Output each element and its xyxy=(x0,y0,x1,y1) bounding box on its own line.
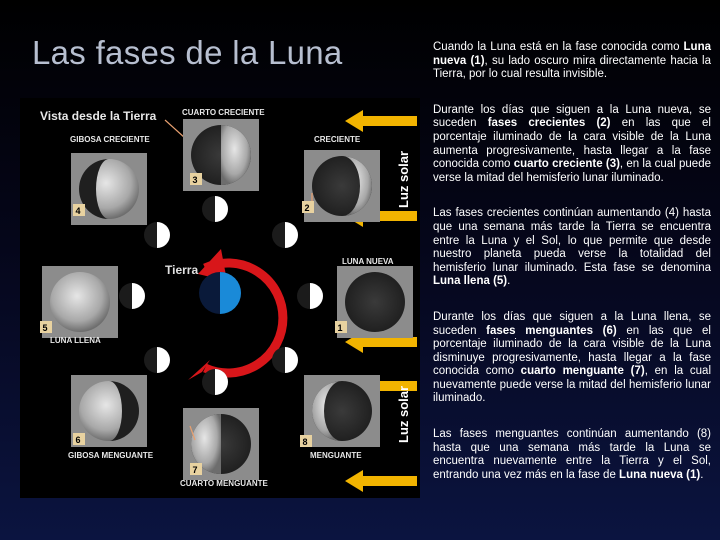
explanation-column: Cuando la Luna está en la fase conocida … xyxy=(433,41,711,504)
sunlight-label-top: Luz solar xyxy=(396,151,411,208)
bold-term: Luna llena (5) xyxy=(433,275,508,288)
view-label: Vista desde la Tierra xyxy=(40,109,157,123)
number-3: 3 xyxy=(193,175,198,185)
paragraph-1: Cuando la Luna está en la fase conocida … xyxy=(433,41,711,82)
number-box-3: 3 xyxy=(190,173,202,185)
orbit-moon-7 xyxy=(202,369,228,395)
bold-term: fases menguantes (6) xyxy=(486,324,617,337)
number-1: 1 xyxy=(338,323,343,333)
number-5: 5 xyxy=(43,323,48,333)
label-creciente: CRECIENTE xyxy=(314,135,361,144)
number-4: 4 xyxy=(76,206,81,216)
text-run: en las que el porcentaje iluminado de la… xyxy=(433,324,711,378)
text-run: Durante los días que siguen a la Luna nu… xyxy=(433,103,711,130)
number-box-1: 1 xyxy=(335,321,347,333)
number-box-7: 7 xyxy=(190,463,202,475)
moon-phases-svg: Luz solar Luz solar Tierra Vista desde l… xyxy=(20,98,420,498)
orbit-moon-8 xyxy=(272,347,298,373)
sun-arrow-5 xyxy=(345,470,417,492)
orbit-moon-1 xyxy=(297,283,323,309)
number-box-6: 6 xyxy=(73,433,85,445)
earth-label: Tierra xyxy=(165,263,198,277)
label-gibosa-menguante: GIBOSA MENGUANTE xyxy=(68,451,154,460)
label-cuarto-menguante: CUARTO MENGUANTE xyxy=(180,479,269,488)
number-7: 7 xyxy=(193,465,198,475)
slide-title: Las fases de la Luna xyxy=(32,34,343,71)
label-luna-llena: LUNA LLENA xyxy=(50,336,101,345)
orbit-arrow-tail xyxy=(188,360,210,380)
phase-box-luna-llena xyxy=(42,266,118,338)
paragraph-3: Las fases crecientes continúan aumentand… xyxy=(433,207,711,289)
phase-box-creciente xyxy=(304,150,380,222)
bold-term: (1) xyxy=(686,468,701,481)
label-cuarto-creciente: CUARTO CRECIENTE xyxy=(182,108,265,117)
moon-phases-diagram: Luz solar Luz solar Tierra Vista desde l… xyxy=(20,98,420,498)
text-run: , en la cual puede verse la mitad del he… xyxy=(433,158,711,184)
bold-term: cuarto creciente (3) xyxy=(513,158,620,171)
paragraph-5: Las fases menguantes continúan aumentand… xyxy=(433,428,711,482)
orbit-moon-4 xyxy=(144,222,170,248)
orbit-arrow xyxy=(203,258,288,378)
number-box-4: 4 xyxy=(73,204,85,216)
bold-term: cuarto menguante (7) xyxy=(520,365,645,378)
text-run: , su lado oscuro mira directamente hacia… xyxy=(433,54,711,81)
orbit-moon-5 xyxy=(119,283,145,309)
number-box-2: 2 xyxy=(302,201,314,213)
number-2: 2 xyxy=(305,203,310,213)
earth xyxy=(199,272,241,314)
pointer-lines xyxy=(189,193,313,441)
orbit-moon-2 xyxy=(272,222,298,248)
sun-arrow-1 xyxy=(345,110,417,132)
number-box-8: 8 xyxy=(300,435,312,447)
number-6: 6 xyxy=(76,435,81,445)
orbit-moon-6 xyxy=(144,347,170,373)
pointer-line-7 xyxy=(189,425,196,441)
text-run: , en la cual nuevamente puede verse la m… xyxy=(433,365,712,405)
text-run: . xyxy=(700,468,704,481)
phase-box-menguante xyxy=(304,375,380,447)
number-8: 8 xyxy=(303,437,308,447)
text-run: Las fases crecientes continúan aumentand… xyxy=(433,207,711,274)
phase-box-cuarto-creciente xyxy=(183,119,259,191)
label-luna-nueva: LUNA NUEVA xyxy=(342,257,394,266)
text-run: Durante los días que siguen a la Luna ll… xyxy=(433,310,711,337)
paragraph-2: Durante los días que siguen a la Luna nu… xyxy=(433,104,711,186)
number-box-5: 5 xyxy=(40,321,52,333)
label-menguante: MENGUANTE xyxy=(310,451,362,460)
sunlight-label-bottom: Luz solar xyxy=(396,386,411,443)
view-pointer-line xyxy=(164,119,186,139)
text-run: . xyxy=(507,275,511,288)
bold-term: fases crecientes (2) xyxy=(487,117,611,130)
text-run: Las fases menguantes continúan aumentand… xyxy=(433,428,711,481)
text-run: Cuando la Luna está en la fase conocida … xyxy=(433,41,684,53)
bold-term: Luna nueva xyxy=(619,468,683,481)
label-gibosa-creciente: GIBOSA CRECIENTE xyxy=(70,135,150,144)
orbit-moons xyxy=(119,196,323,395)
paragraph-4: Durante los días que siguen a la Luna ll… xyxy=(433,311,711,406)
text-run: en las que el porcentaje iluminado de la… xyxy=(433,117,711,171)
phase-box-luna-nueva xyxy=(337,266,413,338)
orbit-moon-3 xyxy=(202,196,228,222)
bold-term: Luna nueva (1) xyxy=(433,41,711,67)
